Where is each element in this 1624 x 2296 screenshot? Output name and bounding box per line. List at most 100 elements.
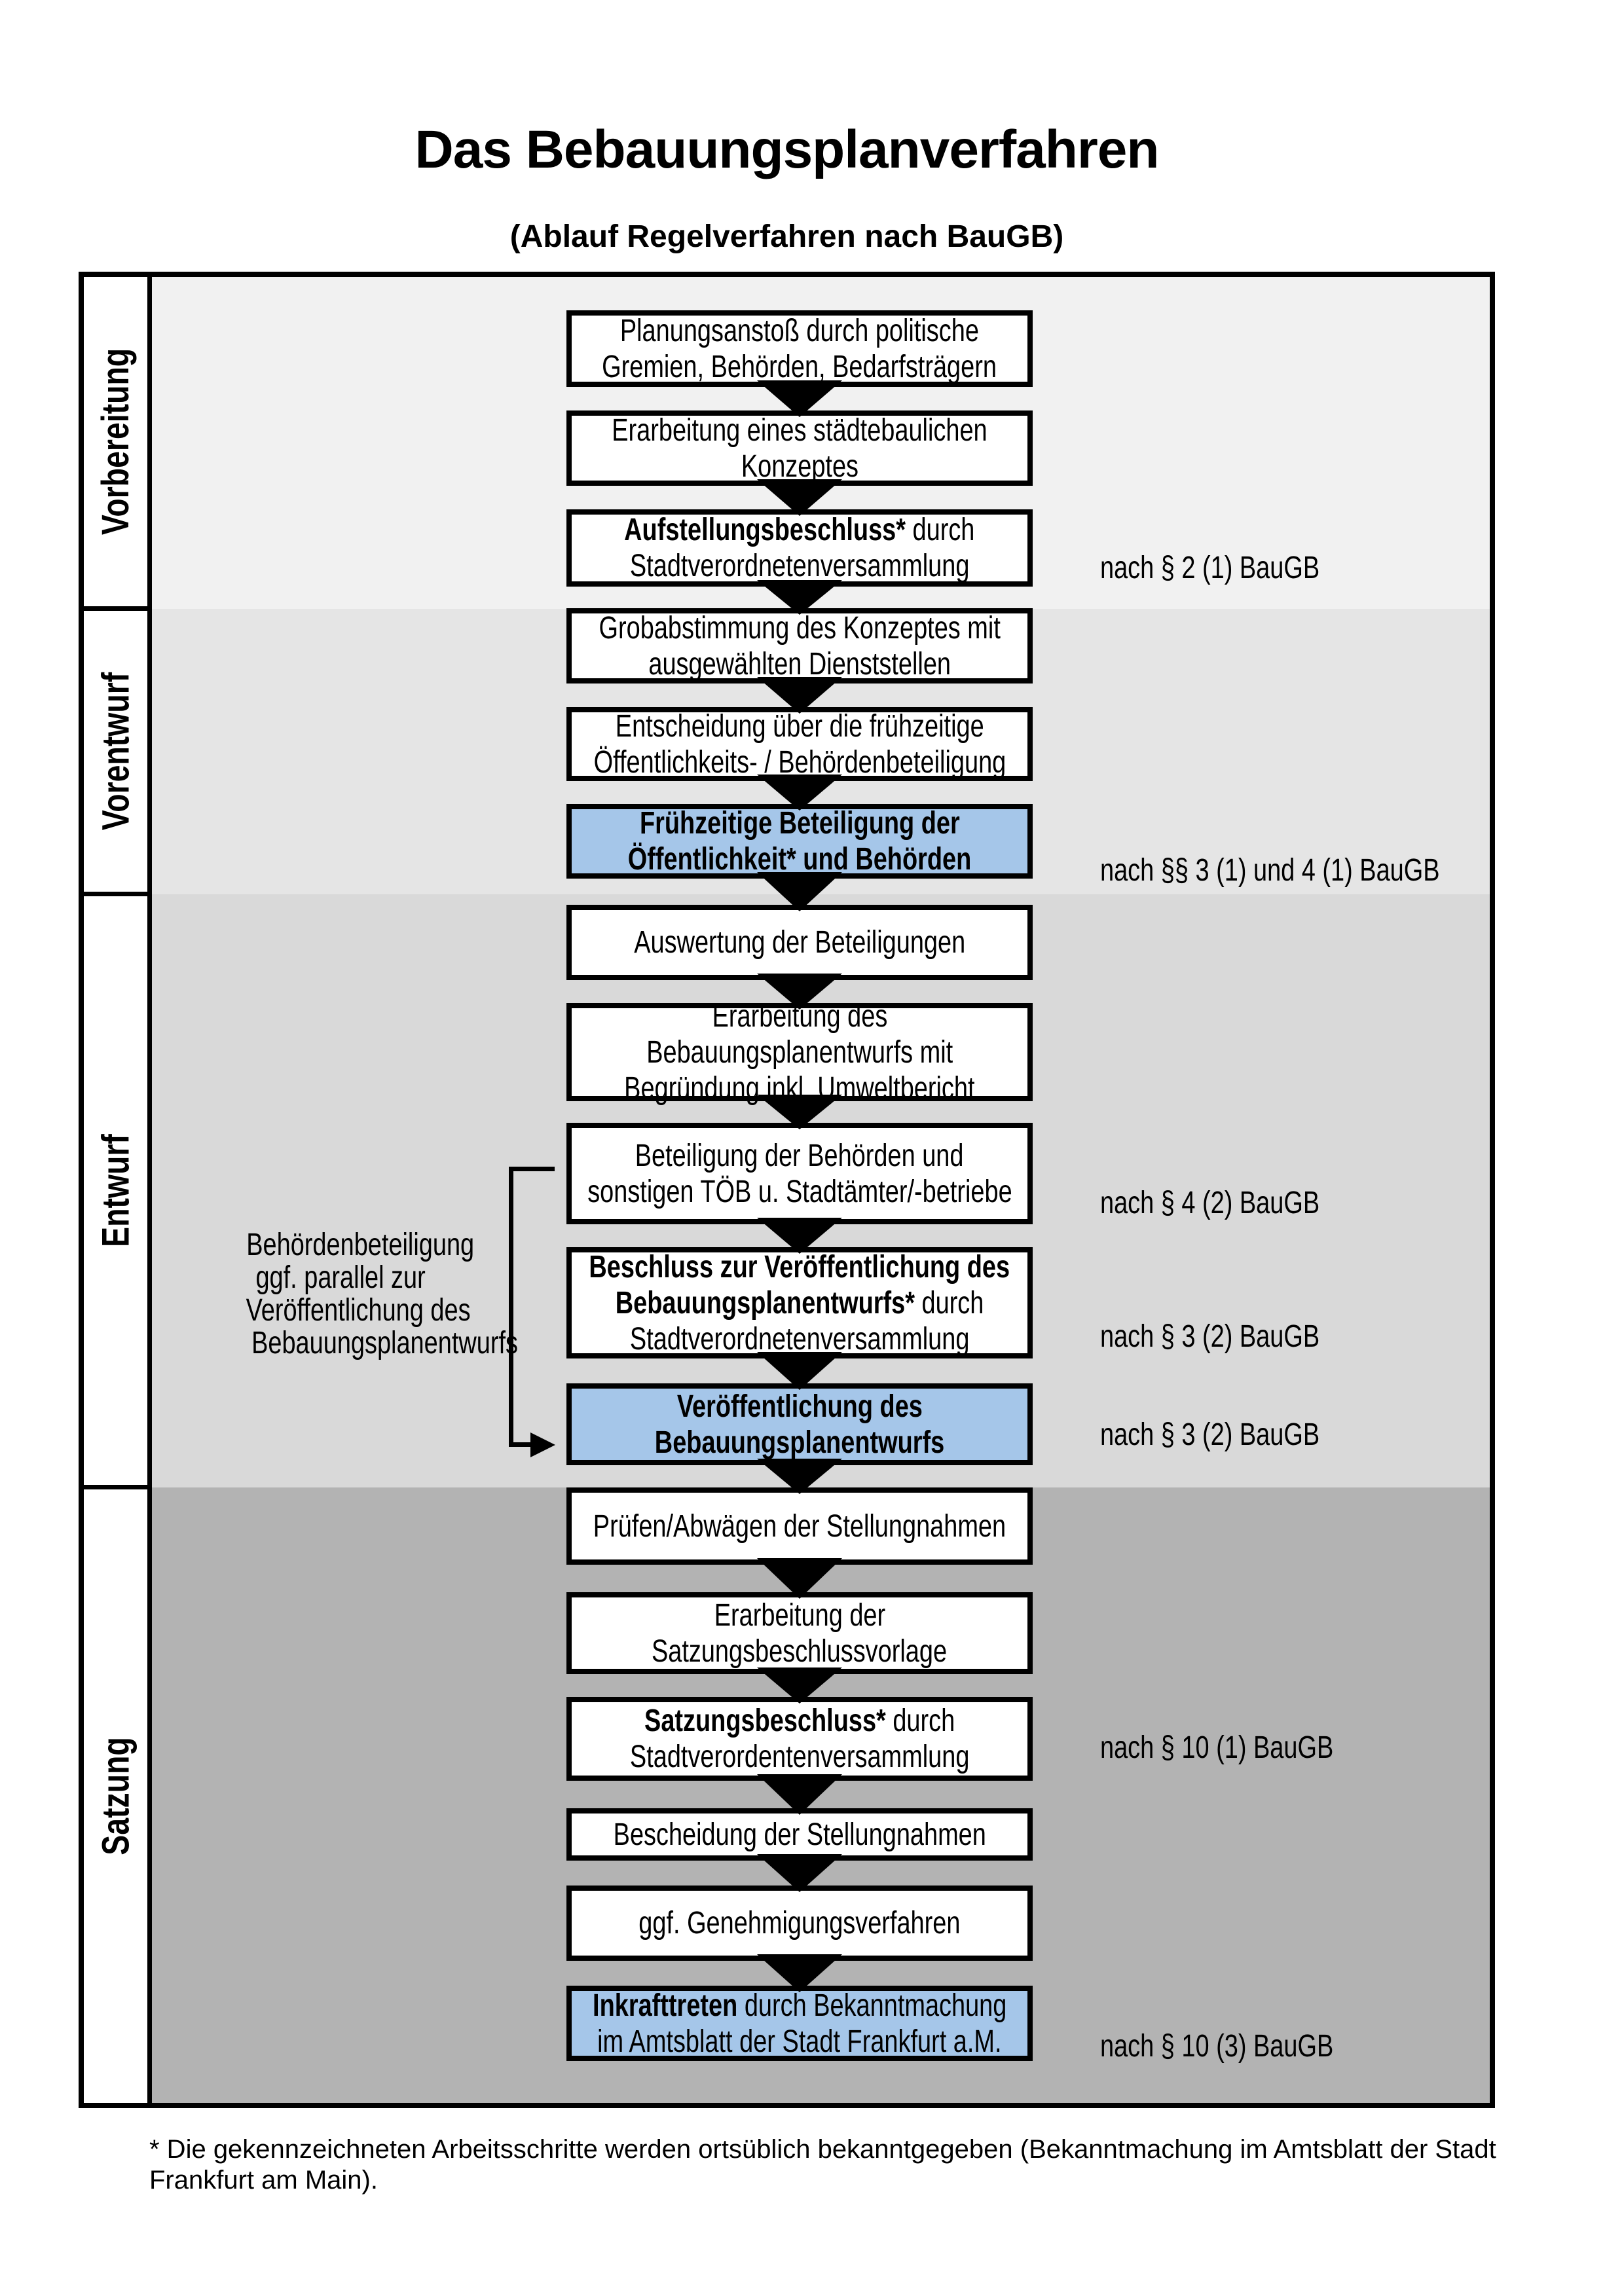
phase-label-vorentwurf: Vorentwurf xyxy=(84,611,147,892)
phase-label-entwurf: Entwurf xyxy=(84,896,147,1485)
down-arrow-icon xyxy=(757,1095,842,1129)
down-arrow-icon xyxy=(757,1854,842,1892)
step-box-text: Grobabstimmung des Konzeptes mit xyxy=(599,610,1001,646)
down-arrow-icon xyxy=(757,1459,842,1494)
step-box-text: Bebauungsplanentwurfs xyxy=(654,1425,945,1460)
down-arrow-icon xyxy=(757,1558,842,1599)
law-reference-text: nach § 10 (3) BauGB xyxy=(1100,2029,1334,2064)
phase-separator-line xyxy=(84,606,152,611)
law-reference-text: nach § 4 (2) BauGB xyxy=(1100,1186,1320,1220)
connector-line-vertical xyxy=(509,1167,513,1447)
phase-label-vorbereitung: Vorbereitung xyxy=(84,277,147,606)
down-arrow-icon xyxy=(757,1774,842,1815)
step-box-text: Beteiligung der Behörden und xyxy=(635,1138,964,1173)
step-box-text: Stadtverordnetenversammlung xyxy=(629,549,970,583)
step-box-12: Prüfen/Abwägen der Stellungnahmen xyxy=(566,1487,1033,1565)
law-reference: nach § 3 (2) BauGB xyxy=(1100,1319,1378,1355)
step-box-text: Planungsanstoß durch politische xyxy=(619,313,980,348)
down-arrow-icon xyxy=(757,380,842,417)
step-box-text: Bebauungsplanentwurfs mit xyxy=(646,1034,953,1070)
law-reference-text: nach § 3 (2) BauGB xyxy=(1100,1417,1320,1452)
down-arrow-icon xyxy=(757,1667,842,1704)
step-box-text: Prüfen/Abwägen der Stellungnahmen xyxy=(593,1508,1006,1544)
step-box-text: Stadtverordentenversammlung xyxy=(629,1740,970,1774)
page-title: Das Bebauungsplanverfahren xyxy=(415,120,1160,179)
step-box-text: Beschluss zur Veröffentlichung des xyxy=(589,1249,1010,1285)
step-box-text: Gremien, Behörden, Bedarfsträgern xyxy=(602,349,997,384)
parallel-note-text: Bebauungsplanentwurfs xyxy=(251,1326,518,1360)
step-box-text: Öffentlichkeit* und Behörden xyxy=(627,842,972,877)
step-box-text: Aufstellungsbeschluss* durch xyxy=(624,513,975,547)
law-reference-text: nach § 10 (1) BauGB xyxy=(1100,1730,1334,1765)
parallel-note-text: ggf. parallel zur xyxy=(255,1260,426,1295)
step-box-text: Satzungsbeschluss* durch xyxy=(644,1704,955,1738)
diagram-frame xyxy=(79,272,1495,2108)
step-box-15: Bescheidung der Stellungnahmen xyxy=(566,1808,1033,1861)
law-reference: nach § 10 (3) BauGB xyxy=(1100,2028,1395,2065)
law-reference-text: nach § 3 (2) BauGB xyxy=(1100,1319,1320,1354)
down-arrow-icon xyxy=(757,872,842,911)
phase-separator-line xyxy=(84,892,152,896)
step-box-text: Veröffentlichung des xyxy=(676,1389,923,1424)
page-subtitle: (Ablauf Regelverfahren nach BauGB) xyxy=(509,219,1064,254)
step-box-16: ggf. Genehmigungsverfahren xyxy=(566,1886,1033,1961)
law-reference: nach §§ 3 (1) und 4 (1) BauGB xyxy=(1100,852,1530,889)
step-box-text: Öffentlichkeits- / Behördenbeteiligung xyxy=(593,744,1006,780)
step-box-text: Frühzeitige Beteiligung der xyxy=(639,806,960,841)
step-box-text: Erarbeitung eines städtebaulichen xyxy=(612,412,987,448)
law-reference: nach § 4 (2) BauGB xyxy=(1100,1185,1378,1222)
footnote: * Die gekennzeichneten Arbeitsschritte w… xyxy=(149,2135,1496,2195)
law-reference: nach § 10 (1) BauGB xyxy=(1100,1730,1395,1766)
right-arrow-icon xyxy=(530,1432,555,1457)
step-box-text: im Amtsblatt der Stadt Frankfurt a.M. xyxy=(597,2024,1002,2059)
law-reference-text: nach § 2 (1) BauGB xyxy=(1100,551,1320,585)
step-box-text: Erarbeitung der xyxy=(714,1597,885,1633)
label-column-divider xyxy=(147,277,152,2103)
step-box-text: Satzungsbeschlussvorlage xyxy=(652,1633,948,1669)
law-reference-text: nach §§ 3 (1) und 4 (1) BauGB xyxy=(1100,853,1440,888)
phase-label-text: Satzung xyxy=(94,1737,138,1855)
down-arrow-icon xyxy=(757,974,842,1010)
step-box-text: Auswertung der Beteiligungen xyxy=(634,925,965,960)
step-box-text: Entscheidung über die frühzeitige xyxy=(615,708,984,744)
step-box-text: sonstigen TÖB u. Stadtämter/-betriebe xyxy=(587,1174,1012,1209)
law-reference: nach § 2 (1) BauGB xyxy=(1100,550,1378,587)
connector-line-top xyxy=(509,1167,555,1171)
step-box-text: ausgewählten Dienststellen xyxy=(648,646,951,682)
step-box-text: Bebauungsplanentwurfs* durch xyxy=(615,1285,984,1321)
down-arrow-icon xyxy=(757,1352,842,1390)
step-box-7: Auswertung der Beteiligungen xyxy=(566,905,1033,980)
phase-separator-line xyxy=(84,1485,152,1489)
phase-label-text: Entwurf xyxy=(94,1134,138,1247)
step-box-text: Stadtverordnetenversammlung xyxy=(629,1321,970,1357)
down-arrow-icon xyxy=(757,774,842,811)
down-arrow-icon xyxy=(757,580,842,615)
step-box-text: Bescheidung der Stellungnahmen xyxy=(613,1817,986,1852)
phase-label-text: Vorentwurf xyxy=(94,672,137,831)
down-arrow-icon xyxy=(757,677,842,714)
down-arrow-icon xyxy=(757,1954,842,1992)
step-box-text: ggf. Genehmigungsverfahren xyxy=(638,1906,961,1941)
connector-line-bottom xyxy=(509,1442,532,1447)
phase-label-satzung: Satzung xyxy=(84,1489,147,2103)
law-reference: nach § 3 (2) BauGB xyxy=(1100,1417,1378,1453)
phase-label-text: Vorbereitung xyxy=(94,348,138,536)
parallel-note-text: Veröffentlichung des xyxy=(246,1293,471,1328)
step-box-text: Inkrafttreten durch Bekanntmachung xyxy=(592,1988,1007,2023)
step-box-text: Konzeptes xyxy=(741,448,858,484)
parallel-note-text: Behördenbeteiligung xyxy=(246,1228,475,1262)
